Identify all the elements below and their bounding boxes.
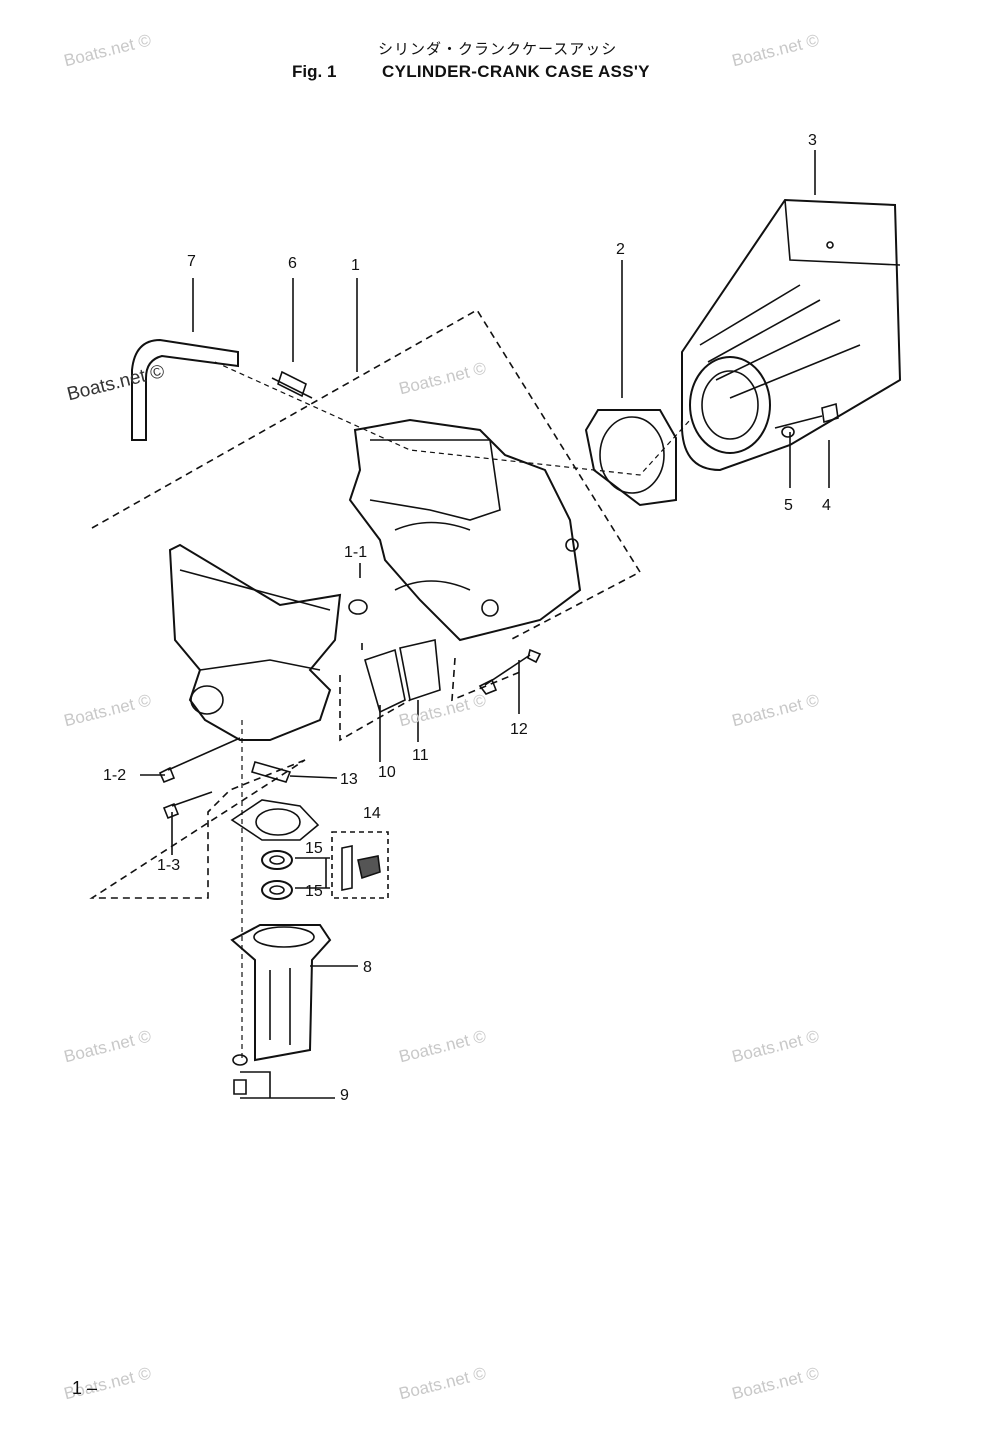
callout-14: 14 (363, 805, 381, 822)
callout-10: 10 (378, 764, 396, 781)
bolt-9 (233, 1079, 247, 1095)
bolt-1-3 (162, 791, 213, 820)
crankcase-lower-1 (168, 543, 342, 741)
callout-1: 1 (351, 257, 360, 274)
assembly-dashed-boundary (89, 308, 642, 899)
bolt-4 (774, 402, 839, 429)
page-number: 1 – (72, 1378, 98, 1398)
washer-5 (781, 426, 795, 438)
title-english: CYLINDER-CRANK CASE ASS'Y (382, 62, 650, 81)
bolt-1-2 (158, 737, 241, 784)
callout-2: 2 (616, 241, 625, 258)
washer-9 (232, 1054, 248, 1066)
callout-7: 7 (187, 253, 196, 270)
title-japanese: シリンダ・クランクケースアッシ (378, 40, 618, 58)
bolt-12 (478, 648, 542, 695)
callout-12: 12 (510, 721, 528, 738)
callout-15-lower: 15 (305, 883, 323, 900)
dowel-1-1 (348, 599, 368, 615)
hose-7 (131, 338, 239, 441)
housing-8 (230, 924, 332, 1062)
leader-15 (295, 857, 330, 889)
oil-seal-15b (261, 880, 293, 900)
leader-13 (289, 775, 338, 779)
crankcase-upper-1 (348, 418, 582, 642)
callout-13: 13 (340, 771, 358, 788)
callout-15-upper: 15 (305, 840, 323, 857)
callout-4: 4 (822, 497, 831, 514)
callout-1-2: 1-2 (103, 767, 127, 784)
callout-8: 8 (363, 959, 372, 976)
callout-11: 11 (412, 747, 429, 764)
seal-detail-box (331, 831, 389, 899)
cylinder-3 (680, 198, 902, 472)
fitting-6 (271, 370, 313, 399)
callout-1-3: 1-3 (157, 857, 181, 874)
callout-9: 9 (340, 1087, 349, 1104)
reed-valve-10-11 (364, 639, 441, 714)
figure-number: Fig. 1 (292, 62, 337, 81)
callout-5: 5 (784, 497, 793, 514)
oil-seal-15a (261, 850, 293, 870)
gasket-2 (584, 409, 677, 507)
callout-3: 3 (808, 132, 817, 149)
callout-1-1: 1-1 (344, 544, 368, 561)
part-13 (251, 761, 292, 783)
leader-9 (240, 1071, 335, 1099)
gasket-14 (230, 799, 320, 841)
callout-6: 6 (288, 255, 297, 272)
